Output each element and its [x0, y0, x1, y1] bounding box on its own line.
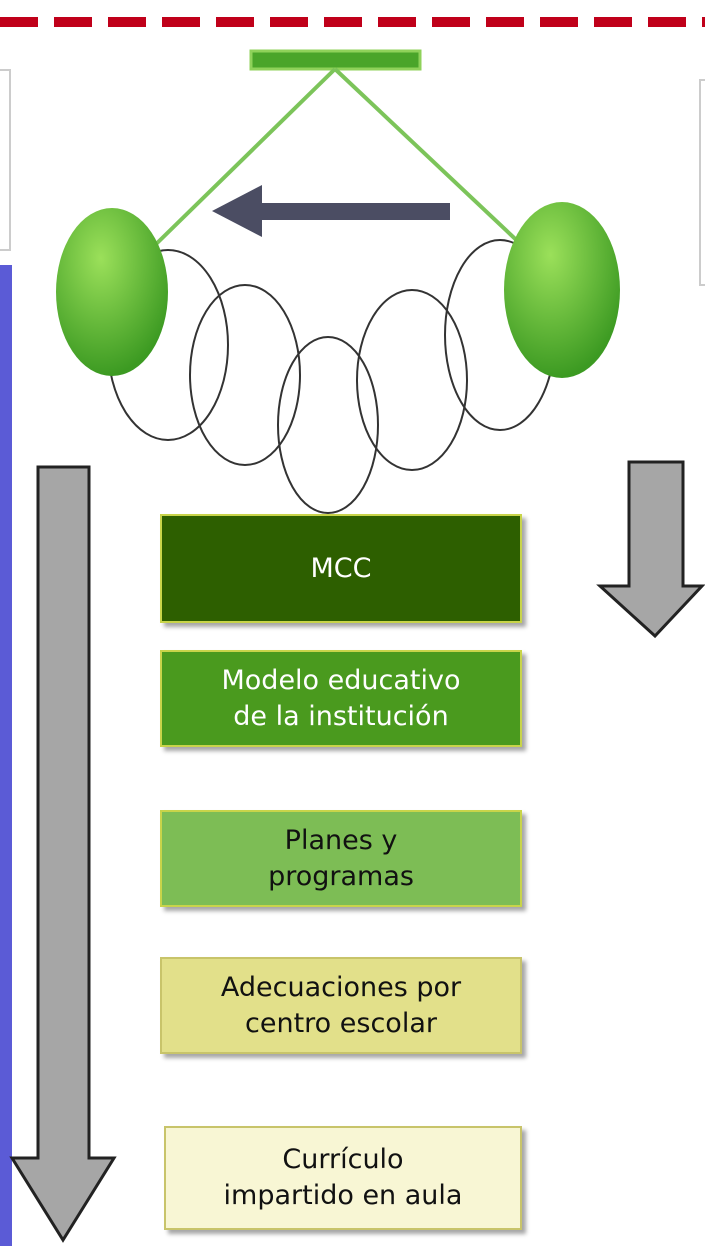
right-string: [333, 67, 529, 252]
right-down-arrow: [596, 460, 705, 639]
box-planes-programas: Planes y programas: [160, 810, 522, 907]
box-planes-programas-label: Planes y programas: [268, 824, 414, 892]
left-string: [148, 67, 337, 252]
motion-arrow: [212, 185, 450, 237]
spring-loops: [107, 239, 556, 514]
box-modelo-educativo-label: Modelo educativo de la institución: [221, 664, 461, 732]
left-frame: [0, 69, 11, 251]
box-adecuaciones-label: Adecuaciones por centro escolar: [220, 971, 462, 1039]
box-modelo-educativo: Modelo educativo de la institución: [160, 650, 522, 747]
left-down-arrow: [9, 465, 117, 1243]
box-curriculo-label: Currículo impartido en aula: [223, 1144, 463, 1211]
left-side-panel: [0, 265, 12, 1246]
hanging-bar: [249, 49, 422, 71]
box-mcc: MCC: [160, 514, 522, 623]
box-curriculo: Currículo impartido en aula: [164, 1126, 522, 1230]
box-mcc-label: MCC: [310, 552, 372, 584]
left-ball: [56, 208, 168, 376]
box-adecuaciones: Adecuaciones por centro escolar: [160, 957, 522, 1054]
right-frame: [699, 79, 705, 286]
right-ball: [504, 202, 620, 378]
